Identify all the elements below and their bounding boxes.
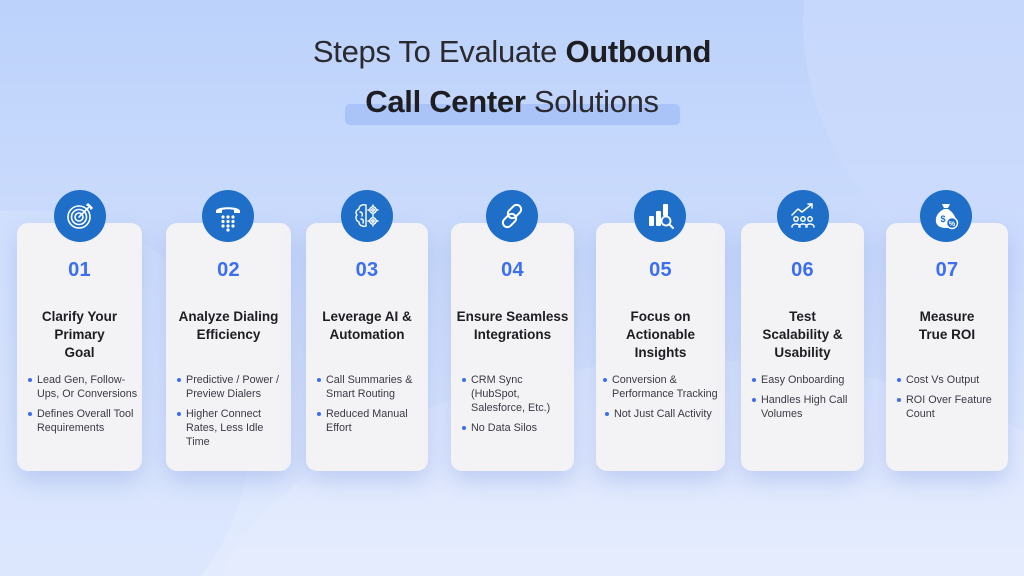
step-heading: Focus on Actionable Insights bbox=[625, 309, 695, 360]
step-bullets: Conversion & Performance Tracking Not Ju… bbox=[600, 373, 721, 427]
step-heading: Ensure Seamless Integrations bbox=[456, 309, 569, 342]
step-bullets: Easy Onboarding Handles High Call Volume… bbox=[749, 373, 860, 427]
step-card-06: 06 Test Scalability & Usability Easy Onb… bbox=[741, 223, 864, 471]
phone-dialpad-icon bbox=[202, 190, 254, 242]
title-highlight-bar bbox=[345, 104, 680, 125]
bullet-item: Easy Onboarding bbox=[749, 373, 860, 387]
bullet-item: Conversion & Performance Tracking bbox=[600, 373, 721, 401]
step-card-01: 01 Clarify Your Primary Goal Lead Gen, F… bbox=[17, 223, 142, 471]
step-bullets: Call Summaries & Smart Routing Reduced M… bbox=[314, 373, 424, 441]
step-number: 04 bbox=[501, 259, 524, 281]
growth-team-icon bbox=[777, 190, 829, 242]
bullet-item: Not Just Call Activity bbox=[602, 407, 721, 421]
step-card-07: 07 Measure True ROI Cost Vs Output ROI O… bbox=[886, 223, 1008, 471]
step-heading: Analyze Dialing Efficiency bbox=[178, 309, 279, 342]
target-icon bbox=[54, 190, 106, 242]
bullet-item: Call Summaries & Smart Routing bbox=[314, 373, 424, 401]
title-line-2-regular: Solutions bbox=[525, 84, 659, 119]
bullet-item: Predictive / Power / Preview Dialers bbox=[174, 373, 287, 401]
brain-gears-icon bbox=[341, 190, 393, 242]
step-number: 05 bbox=[649, 259, 672, 281]
step-card-05: 05 Focus on Actionable Insights Conversi… bbox=[596, 223, 725, 471]
step-bullets: Predictive / Power / Preview Dialers Hig… bbox=[174, 373, 287, 455]
step-heading: Clarify Your Primary Goal bbox=[41, 309, 118, 360]
title-line-1-regular: Steps To Evaluate bbox=[312, 34, 566, 69]
step-number: 03 bbox=[355, 259, 379, 281]
page-title: Steps To Evaluate Outbound Call Center S… bbox=[0, 30, 1024, 124]
step-number: 06 bbox=[791, 259, 814, 281]
step-number: 02 bbox=[217, 259, 240, 281]
title-line-1: Steps To Evaluate Outbound bbox=[0, 30, 1024, 74]
step-bullets: CRM Sync (HubSpot, Salesforce, Etc.) No … bbox=[459, 373, 570, 441]
svg-text:%: % bbox=[949, 221, 956, 228]
bullet-item: Higher Connect Rates, Less Idle Time bbox=[174, 407, 287, 449]
step-card-02: 02 Analyze Dialing Efficiency Predictive… bbox=[166, 223, 291, 471]
title-line-1-bold: Outbound bbox=[565, 34, 712, 69]
title-line-2: Call Center Solutions bbox=[0, 80, 1024, 124]
step-card-04: 04 Ensure Seamless Integrations CRM Sync… bbox=[451, 223, 574, 471]
step-bullets: Lead Gen, Follow-Ups, Or Conversions Def… bbox=[25, 373, 138, 441]
bullet-item: Lead Gen, Follow-Ups, Or Conversions bbox=[25, 373, 138, 401]
money-bag-percent-icon: $ % bbox=[920, 190, 972, 242]
step-heading: Leverage AI & Automation bbox=[322, 309, 412, 342]
bullet-item: Handles High Call Volumes bbox=[749, 393, 860, 421]
chart-search-icon bbox=[634, 190, 686, 242]
step-heading: Test Scalability & Usability bbox=[762, 309, 843, 360]
link-icon bbox=[486, 190, 538, 242]
bullet-item: ROI Over Feature Count bbox=[894, 393, 1004, 421]
bullet-item: Reduced Manual Effort bbox=[314, 407, 424, 435]
svg-text:$: $ bbox=[940, 214, 945, 224]
step-bullets: Cost Vs Output ROI Over Feature Count bbox=[894, 373, 1004, 427]
bullet-item: Cost Vs Output bbox=[894, 373, 1004, 387]
step-card-03: 03 Leverage AI & Automation Call Summari… bbox=[306, 223, 428, 471]
bullet-item: Defines Overall Tool Requirements bbox=[25, 407, 138, 435]
bullet-item: No Data Silos bbox=[459, 421, 570, 435]
step-number: 07 bbox=[935, 259, 959, 281]
title-line-2-bold: Call Center bbox=[365, 84, 526, 119]
bullet-item: CRM Sync (HubSpot, Salesforce, Etc.) bbox=[459, 373, 570, 415]
step-heading: Measure True ROI bbox=[918, 309, 976, 342]
step-number: 01 bbox=[68, 259, 91, 281]
